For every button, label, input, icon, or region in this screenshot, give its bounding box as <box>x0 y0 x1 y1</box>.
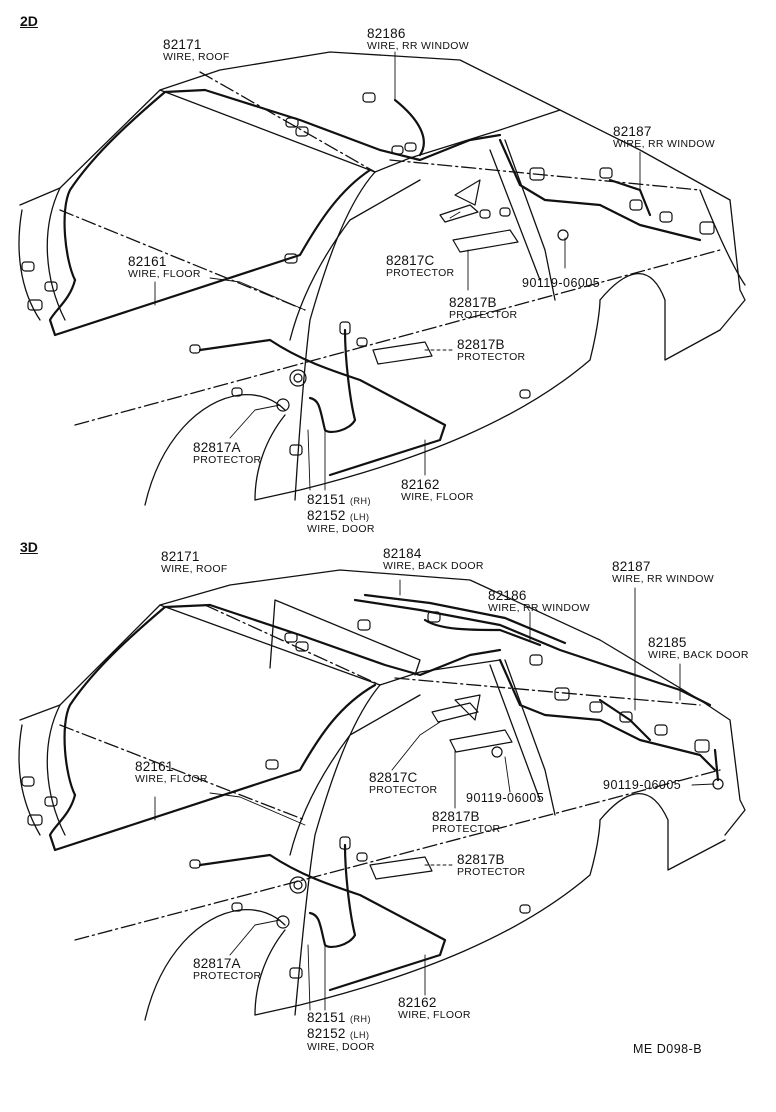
part-number: 82161 <box>135 759 174 774</box>
part-description: PROTECTOR <box>386 266 455 279</box>
side-rh: (RH) <box>350 1014 371 1024</box>
part-description: PROTECTOR <box>449 308 518 321</box>
part-number: 82186 <box>367 26 406 41</box>
part-description: PROTECTOR <box>369 783 438 796</box>
part-description: PROTECTOR <box>432 822 501 835</box>
part-number: 82817B <box>457 852 505 867</box>
part-number: 82162 <box>398 995 437 1010</box>
part-number: 82161 <box>128 254 167 269</box>
part-number: 82171 <box>163 37 202 52</box>
part-description: WIRE, BACK DOOR <box>383 559 484 572</box>
callout-3d-82186: 82186 WIRE, RR WINDOW <box>488 589 590 613</box>
part-description: WIRE, FLOOR <box>398 1008 471 1021</box>
part-description: WIRE, BACK DOOR <box>648 648 749 661</box>
part-number: 82817A <box>193 440 241 455</box>
part-description: WIRE, RR WINDOW <box>612 572 714 585</box>
part-number-2: 82152 <box>307 508 346 523</box>
diagram-3d-vehicle-body <box>18 569 746 1021</box>
part-description: WIRE, ROOF <box>161 562 228 575</box>
callout-2d-82161: 82161 WIRE, FLOOR <box>128 255 201 279</box>
callout-3d-82817b-lower: 82817B PROTECTOR <box>457 853 525 877</box>
part-number: 82817C <box>369 770 418 785</box>
callout-2d-82817a: 82817A PROTECTOR <box>193 441 261 465</box>
callout-2d-82187: 82187 WIRE, RR WINDOW <box>613 125 715 149</box>
part-number: 82162 <box>401 477 440 492</box>
side-rh: (RH) <box>350 496 371 506</box>
callout-2d-82817b-upper: 82817B PROTECTOR <box>449 296 517 320</box>
callout-3d-82184: 82184 WIRE, BACK DOOR <box>383 547 484 571</box>
diagram-2d-connectors <box>21 92 715 456</box>
callout-3d-82817c: 82817C PROTECTOR <box>369 771 437 795</box>
callout-3d-82161: 82161 WIRE, FLOOR <box>135 760 208 784</box>
section-label-2d: 2D <box>20 13 38 29</box>
drawing-code: ME D098-B <box>633 1042 703 1056</box>
diagram-3d-connectors <box>21 611 724 979</box>
part-number: 82817B <box>449 295 497 310</box>
part-number: 82151 <box>307 1010 346 1025</box>
part-description: WIRE, RR WINDOW <box>613 137 715 150</box>
part-description: PROTECTOR <box>193 453 262 466</box>
diagram-2d-leader-lines <box>154 51 641 491</box>
part-description: WIRE, FLOOR <box>128 267 201 280</box>
callout-3d-82817a: 82817A PROTECTOR <box>193 957 261 981</box>
part-number: 82184 <box>383 546 422 561</box>
callout-2d-82171: 82171 WIRE, ROOF <box>163 38 230 62</box>
part-description: WIRE, DOOR <box>307 523 375 535</box>
diagram-3d-leader-lines <box>154 579 715 1011</box>
callout-2d-82162: 82162 WIRE, FLOOR <box>401 478 474 502</box>
callout-3d-82151-82152: 82151 (RH) 82152 (LH) WIRE, DOOR <box>307 1010 375 1053</box>
side-lh: (LH) <box>350 1030 370 1040</box>
part-description: PROTECTOR <box>193 969 262 982</box>
diagram-2d-vehicle-body <box>18 51 746 506</box>
part-number: 82817A <box>193 956 241 971</box>
part-number: 90119-06005 <box>522 276 601 290</box>
part-description: PROTECTOR <box>457 865 526 878</box>
part-number: 82185 <box>648 635 687 650</box>
callout-2d-82817c: 82817C PROTECTOR <box>386 254 454 278</box>
part-number: 90119-06005 <box>466 791 545 805</box>
part-number: 82817C <box>386 253 435 268</box>
part-description: WIRE, DOOR <box>307 1041 375 1053</box>
diagram-2d-wire-harness <box>48 88 702 477</box>
part-number: 82151 <box>307 492 346 507</box>
part-description: WIRE, RR WINDOW <box>488 601 590 614</box>
callout-2d-82186: 82186 WIRE, RR WINDOW <box>367 27 469 51</box>
callout-2d-82817b-lower: 82817B PROTECTOR <box>457 338 525 362</box>
side-lh: (LH) <box>350 512 370 522</box>
callout-3d-82185: 82185 WIRE, BACK DOOR <box>648 636 749 660</box>
part-description: WIRE, FLOOR <box>401 490 474 503</box>
part-description: WIRE, ROOF <box>163 50 230 63</box>
part-number: 82817B <box>432 809 480 824</box>
part-description: WIRE, RR WINDOW <box>367 39 469 52</box>
callout-2d-82151-82152: 82151 (RH) 82152 (LH) WIRE, DOOR <box>307 492 375 535</box>
part-number-2: 82152 <box>307 1026 346 1041</box>
callout-3d-82187: 82187 WIRE, RR WINDOW <box>612 560 714 584</box>
part-number: 82171 <box>161 549 200 564</box>
callout-3d-82817b-upper: 82817B PROTECTOR <box>432 810 500 834</box>
part-description: WIRE, FLOOR <box>135 772 208 785</box>
part-number: 82817B <box>457 337 505 352</box>
callout-3d-82162: 82162 WIRE, FLOOR <box>398 996 471 1020</box>
part-number: 90119-06005 <box>603 778 682 792</box>
diagram-2d-protectors <box>372 229 519 365</box>
part-number: 82187 <box>613 124 652 139</box>
callout-3d-90119-06005-right: 90119-06005 <box>603 779 681 792</box>
part-description: PROTECTOR <box>457 350 526 363</box>
callout-3d-90119-06005-left: 90119-06005 <box>466 792 544 805</box>
diagram-3d-protectors <box>369 729 513 880</box>
part-number: 82186 <box>488 588 527 603</box>
callout-3d-82171: 82171 WIRE, ROOF <box>161 550 228 574</box>
callout-2d-90119-06005: 90119-06005 <box>522 277 600 290</box>
part-number: 82187 <box>612 559 651 574</box>
section-label-3d: 3D <box>20 539 38 555</box>
